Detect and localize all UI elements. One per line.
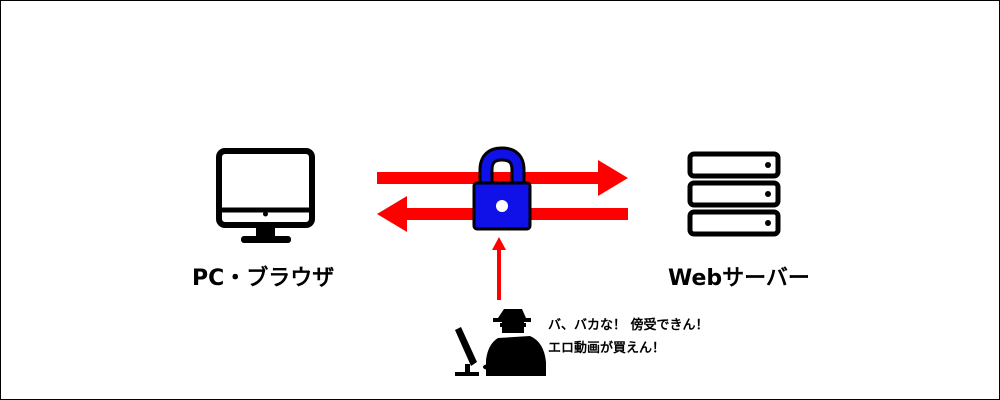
attacker-speech-line-2: エロ動画が買えん！ xyxy=(548,341,666,356)
desktop-monitor-icon xyxy=(216,148,315,243)
padlock-icon xyxy=(472,146,532,231)
server-label: Webサーバー xyxy=(668,266,810,291)
attacker-speech-line-1: バ、バカな！ 傍受できん！ xyxy=(548,318,709,333)
server-rack-icon xyxy=(687,151,781,237)
attacker-speech: バ、バカな！ 傍受できん！ エロ動画が買えん！ xyxy=(548,314,709,360)
client-label: PC・ブラウザ xyxy=(192,266,335,291)
hacker-at-computer-icon xyxy=(455,309,546,376)
intercept-arrow xyxy=(492,237,506,300)
